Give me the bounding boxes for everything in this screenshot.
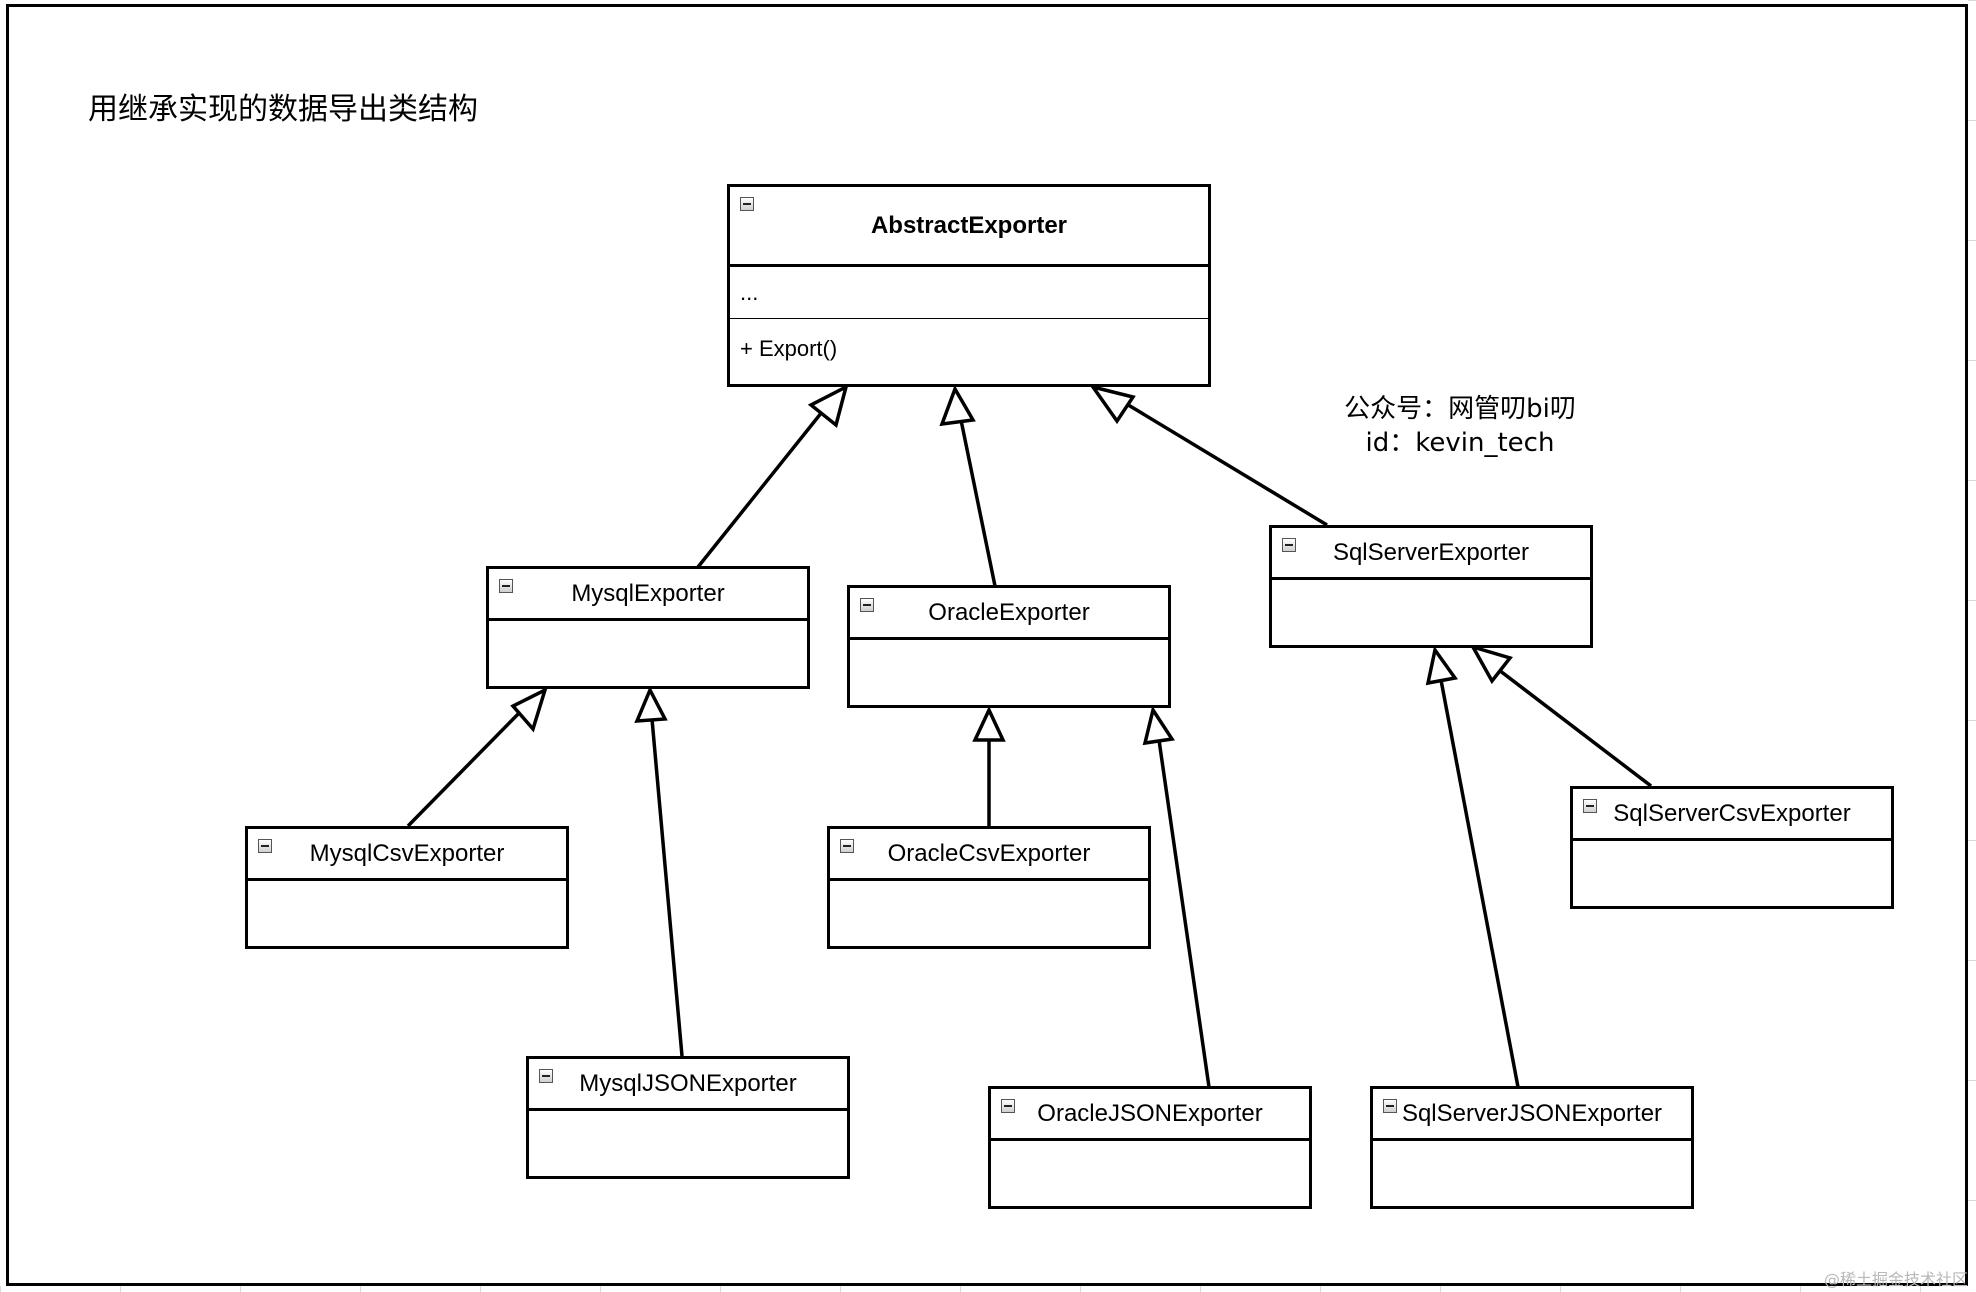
class-oracle-json-exporter[interactable]: OracleJSONExporter (988, 1086, 1312, 1209)
class-oracle-csv-exporter[interactable]: OracleCsvExporter (827, 826, 1151, 949)
diagram-title: 用继承实现的数据导出类结构 (88, 92, 478, 127)
credit-line-id: id：kevin_tech (1365, 428, 1555, 458)
collapse-icon[interactable] (1001, 1099, 1015, 1113)
inheritance-arrowhead (807, 383, 849, 429)
class-name: OracleCsvExporter (887, 839, 1091, 867)
class-name: MysqlExporter (571, 579, 725, 607)
class-name: AbstractExporter (870, 211, 1068, 239)
watermark: @稀土掘金技术社区 (1823, 1270, 1968, 1289)
class-sqlserver-exporter[interactable]: SqlServerExporter (1269, 525, 1593, 648)
class-name: OracleJSONExporter (1037, 1099, 1263, 1127)
collapse-icon[interactable] (258, 839, 272, 853)
collapse-icon[interactable] (1383, 1099, 1397, 1113)
edge-mysqlcsv-to-mysql (406, 706, 526, 828)
edge-oracle-to-abstract (959, 419, 997, 587)
inheritance-arrowhead (1142, 705, 1175, 746)
credit-line-wechat: 公众号：网管叨bi叨 (1344, 394, 1576, 424)
class-name: MysqlJSONExporter (579, 1069, 797, 1097)
class-name: SqlServerExporter (1332, 538, 1530, 566)
class-mysql-json-exporter[interactable]: MysqlJSONExporter (526, 1056, 850, 1179)
inheritance-arrowhead (510, 686, 548, 733)
edge-sqlservercsv-to-sqlserver (1493, 665, 1653, 788)
collapse-icon[interactable] (1282, 538, 1296, 552)
author-credit: 公众号：网管叨bi叨 id：kevin_tech (1340, 392, 1580, 460)
edge-mysqljson-to-mysql (650, 718, 684, 1057)
collapse-icon[interactable] (499, 579, 513, 593)
class-oracle-exporter[interactable]: OracleExporter (847, 585, 1171, 708)
collapse-icon[interactable] (539, 1069, 553, 1083)
collapse-icon[interactable] (840, 839, 854, 853)
grid-edge-bottom (0, 1286, 1976, 1292)
class-operations: + Export() (740, 336, 838, 361)
edge-oraclejson-to-oracle (1157, 739, 1211, 1088)
collapse-icon[interactable] (860, 598, 874, 612)
class-name: OracleExporter (928, 598, 1090, 626)
edge-sqlserverjson-to-sqlserver (1439, 679, 1520, 1088)
class-mysql-exporter[interactable]: MysqlExporter (486, 566, 810, 689)
inheritance-arrowhead (1469, 644, 1513, 685)
class-sqlserver-json-exporter[interactable]: SqlServerJSONExporter (1370, 1086, 1694, 1209)
collapse-icon[interactable] (1583, 799, 1597, 813)
inheritance-arrowhead (1088, 384, 1136, 425)
class-sqlserver-csv-exporter[interactable]: SqlServerCsvExporter (1570, 786, 1894, 909)
inheritance-arrowhead (972, 705, 1006, 742)
class-name: SqlServerCsvExporter (1613, 799, 1851, 827)
edge-sqlserver-to-abstract (1124, 401, 1328, 527)
edge-mysql-to-abstract (696, 405, 828, 569)
class-attributes: ... (730, 267, 1208, 319)
class-name: SqlServerJSONExporter (1401, 1099, 1663, 1127)
grid-edge-right (1968, 0, 1976, 1292)
class-name: MysqlCsvExporter (309, 839, 505, 867)
inheritance-arrowhead (1425, 645, 1459, 686)
collapse-icon[interactable] (740, 197, 754, 211)
inheritance-arrowhead (939, 384, 976, 427)
class-abstract-exporter[interactable]: AbstractExporter ... + Export() (727, 184, 1211, 387)
class-mysql-csv-exporter[interactable]: MysqlCsvExporter (245, 826, 569, 949)
inheritance-arrowhead (634, 685, 668, 723)
